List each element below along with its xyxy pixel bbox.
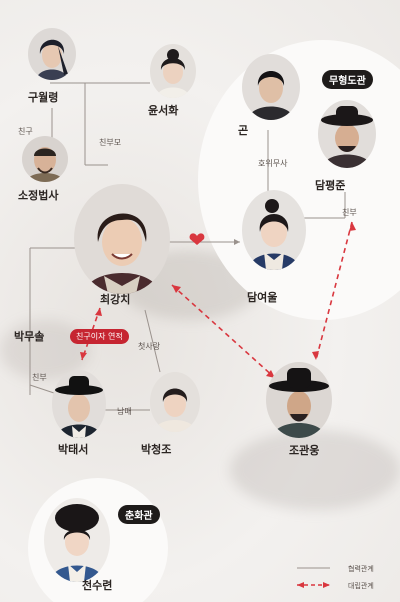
park-cheongjo-portrait: [150, 372, 200, 432]
muhyeong-badge: 무형도관: [322, 70, 373, 89]
choi-gangchi-name: 최강치: [100, 293, 131, 306]
rel-father-right: 친부: [342, 208, 357, 217]
legend-conflict: 대립관계: [348, 582, 374, 590]
rel-father-left: 친부: [32, 373, 47, 382]
park-cheongjo-name: 박청조: [141, 443, 172, 456]
dam-yeoul-portrait: [242, 190, 306, 270]
cheon-suryeon-portrait: [44, 498, 110, 582]
yun-seohwa-name: 윤서화: [148, 104, 179, 117]
cheon-suryeon-name: 천수련: [82, 579, 113, 592]
choi-gangchi-portrait: [74, 184, 170, 294]
dam-pyeongjun-portrait: [318, 100, 376, 168]
rel-friend-rival: 친구이자 연적: [70, 329, 129, 344]
rel-guard: 호위무사: [258, 159, 288, 168]
park-mu-sol-name: 박무솔: [14, 330, 45, 343]
so-jeongbeopsa-portrait: [22, 136, 68, 182]
park-taeseo-portrait: [52, 370, 106, 438]
line-first-love: [144, 309, 161, 373]
jo-gwanung-name: 조관웅: [289, 444, 320, 457]
dam-pyeongjun-name: 담평준: [315, 179, 346, 192]
yun-seohwa-portrait: [150, 44, 196, 98]
so-jeongbeopsa-name: 소정법사: [18, 189, 59, 202]
park-taeseo-name: 박태서: [58, 443, 89, 456]
gon-name: 곤: [238, 124, 249, 137]
gu-wolryeong-portrait: [28, 28, 76, 80]
dam-yeoul-name: 담여울: [247, 291, 278, 304]
rel-first-love: 첫사랑: [138, 342, 161, 351]
gon-portrait: [242, 54, 300, 120]
chunhwa-badge: 춘화관: [118, 505, 160, 524]
conflict-pyeongjun-gwanung: [315, 221, 353, 361]
rel-parents: 친부모: [99, 138, 122, 147]
rel-friend-top: 친구: [18, 127, 33, 136]
heart-icon: [189, 233, 205, 245]
legend-cooperation: 협력관계: [348, 565, 374, 573]
rel-siblings: 남매: [117, 407, 132, 416]
ink-wash: [230, 430, 400, 510]
jo-gwanung-portrait: [266, 362, 332, 438]
gu-wolryeong-name: 구월령: [28, 91, 59, 104]
